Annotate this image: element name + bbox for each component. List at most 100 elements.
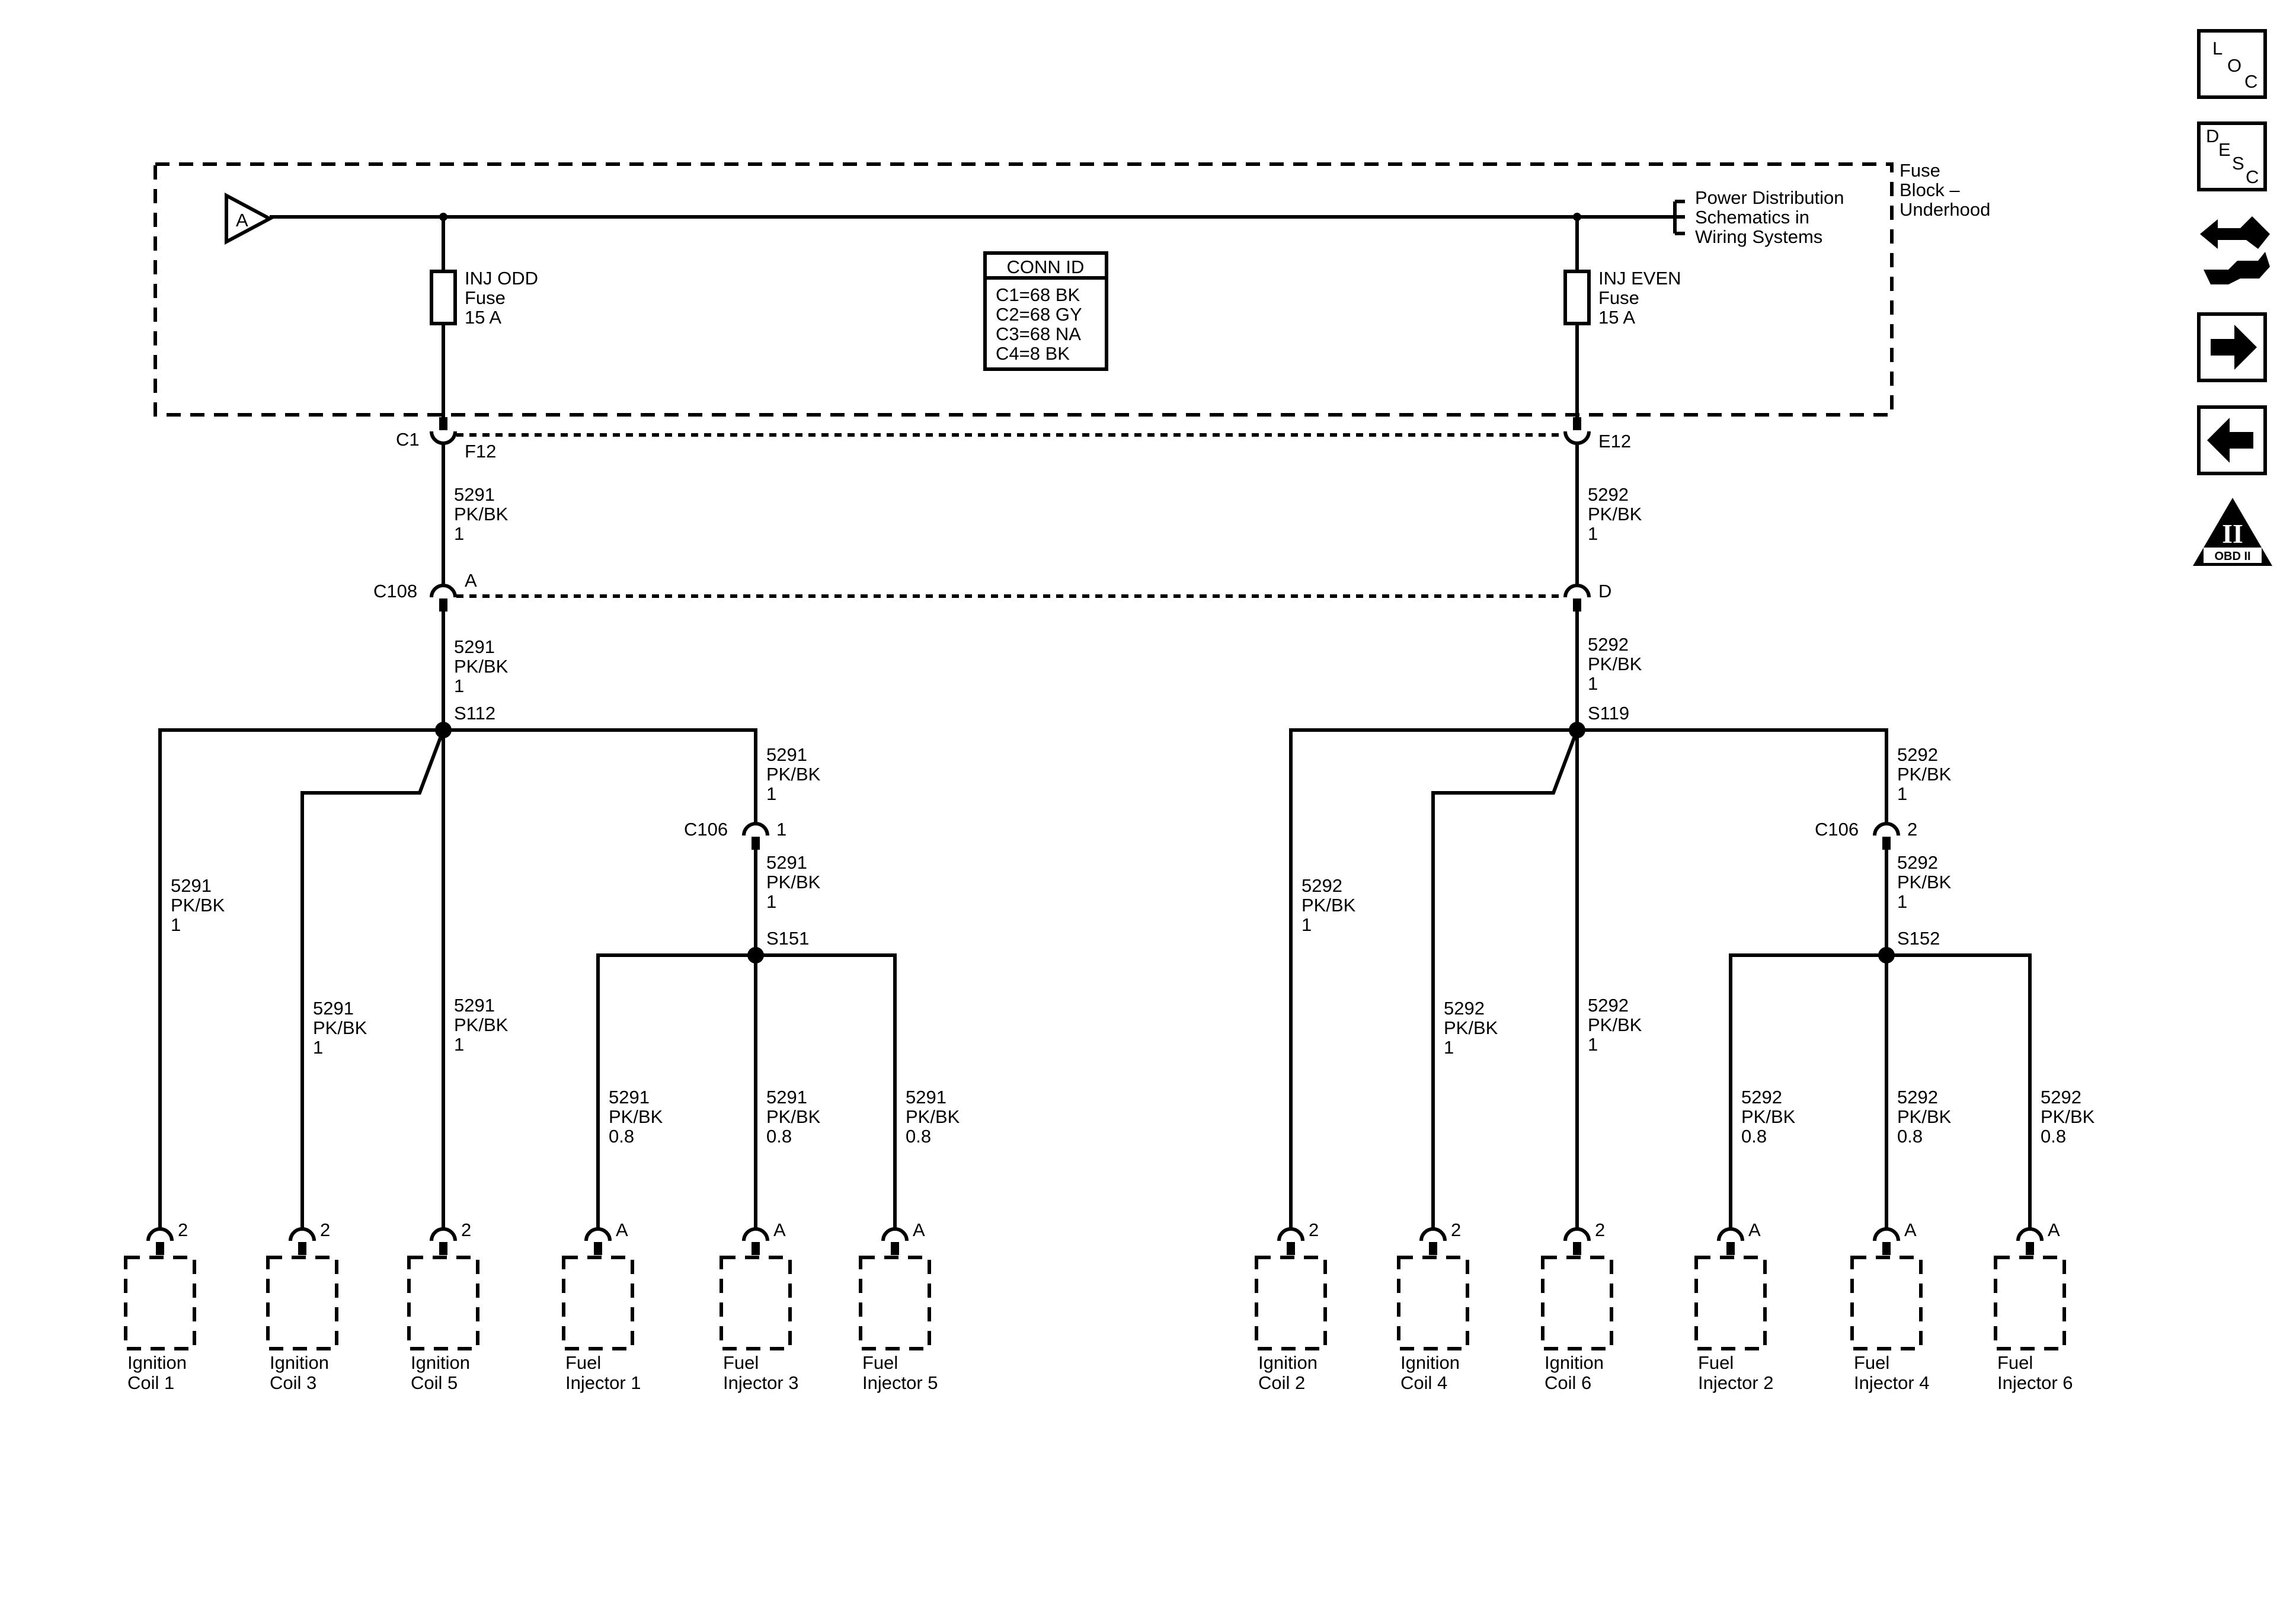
connector-c106-left-pin: 1 (776, 819, 786, 840)
wire-label-color: PK/BK (454, 656, 509, 677)
component-pin-label: A (2048, 1219, 2060, 1240)
splice-s119-label: S119 (1588, 703, 1629, 724)
wire-label-gauge: 1 (313, 1037, 323, 1058)
component-name-line2: Coil 3 (270, 1372, 316, 1393)
inj-odd-fuse-icon[interactable] (430, 270, 457, 325)
inj-odd-fuse-rating: 15 A (465, 307, 501, 328)
component-name-line1: Ignition (270, 1352, 329, 1373)
component-pin-label: A (616, 1219, 628, 1240)
component-name-line2: Injector 1 (565, 1372, 641, 1393)
wire-label-circuit: 5291 (766, 852, 807, 873)
inj-even-fuse-icon[interactable] (1563, 270, 1591, 325)
component-name-line2: Coil 2 (1258, 1372, 1305, 1393)
wire-label-gauge: 1 (454, 676, 464, 696)
wire-label-gauge: 1 (1588, 523, 1598, 544)
connector-c1-label: C1 (396, 429, 420, 450)
connector-c1-f12-icon[interactable] (430, 431, 457, 445)
component-outline (720, 1256, 792, 1350)
conn-id-table: CONN ID C1=68 BK C2=68 GY C3=68 NA C4=8 … (983, 251, 1108, 371)
connector-cavity-icon (1563, 1227, 1591, 1241)
wire-label-circuit: 5292 (1897, 1087, 1938, 1108)
pin-a-label: A (465, 570, 477, 591)
power-note-3: Wiring Systems (1695, 226, 1822, 247)
connector-c1-e12-icon[interactable] (1563, 431, 1591, 445)
component-name-line1: Ignition (1544, 1352, 1604, 1373)
splice-s112-network (158, 722, 757, 1228)
wire-label-color: PK/BK (454, 1014, 509, 1035)
connector-wrench-icon[interactable] (2200, 216, 2270, 284)
wire-label-color: PK/BK (313, 1017, 367, 1038)
wire-label-gauge: 1 (766, 891, 776, 912)
next-arrow-icon[interactable] (2197, 312, 2267, 382)
desc-icon[interactable]: D E S C (2197, 121, 2267, 191)
inj-even-fuse-name: INJ EVEN (1598, 268, 1681, 289)
splice-s152-label: S152 (1897, 928, 1940, 949)
splice-s119-dot (1569, 722, 1585, 738)
wire-label-gauge: 0.8 (1741, 1126, 1767, 1147)
loc-icon[interactable]: L O C (2197, 29, 2267, 99)
splice-s112-dot (435, 722, 452, 738)
inj-odd-fuse-type: Fuse (465, 287, 506, 308)
wire-label-gauge: 1 (766, 783, 776, 804)
conn-id-row: C2=68 GY (996, 304, 1082, 325)
component-name-line2: Injector 3 (723, 1372, 799, 1393)
wire-label-circuit: 5291 (609, 1087, 650, 1108)
obd-ii-icon[interactable]: II OBD II (2193, 498, 2272, 566)
power-reference-icon[interactable] (225, 192, 274, 245)
wire-label-gauge: 0.8 (766, 1126, 792, 1147)
wire-label-color: PK/BK (454, 504, 509, 524)
component-name-line1: Ignition (127, 1352, 187, 1373)
desc-letter: D (2206, 126, 2219, 146)
splice-s152-network (1729, 947, 2032, 1228)
connector-c106-right-pin: 2 (1907, 819, 1917, 840)
wire-label-circuit: 5292 (1588, 995, 1629, 1016)
component-pin-label: 2 (320, 1219, 330, 1240)
wire-label-gauge: 1 (1444, 1037, 1454, 1058)
component-name-line2: Injector 6 (1997, 1372, 2073, 1393)
component-name-line1: Fuel (1698, 1352, 1734, 1373)
wire-label-circuit: 5291 (454, 636, 495, 657)
wire-label-circuit: 5291 (313, 998, 354, 1019)
connector-c108-a-icon[interactable] (430, 584, 457, 598)
connector-cavity-icon (430, 1227, 457, 1241)
wire-label-circuit: 5291 (171, 875, 212, 896)
inj-even-fuse-type: Fuse (1598, 287, 1639, 308)
component-name-line2: Coil 1 (127, 1372, 174, 1393)
pin-d-label: D (1598, 581, 1611, 601)
component-name-line1: Fuel (565, 1352, 601, 1373)
component-name-line2: Coil 4 (1400, 1372, 1447, 1393)
wire-label-color: PK/BK (1897, 1106, 1952, 1127)
splice-s152-dot (1878, 947, 1895, 964)
wire-label-color: PK/BK (906, 1106, 960, 1127)
connector-c106-1-icon[interactable] (742, 822, 769, 836)
pin-e12-label: E12 (1598, 431, 1631, 452)
component-name-line1: Ignition (1400, 1352, 1460, 1373)
previous-arrow-icon[interactable] (2197, 405, 2267, 475)
splice-s151-label: S151 (766, 928, 809, 949)
connector-c106-2-icon[interactable] (1873, 822, 1900, 836)
component-name-line2: Injector 4 (1854, 1372, 1930, 1393)
fuse-block-outline (154, 162, 1894, 417)
desc-letter: C (2246, 167, 2259, 187)
obd-numeral: II (2222, 518, 2243, 549)
wire-label-circuit: 5291 (906, 1087, 946, 1108)
wire-label-gauge: 0.8 (609, 1126, 634, 1147)
wire-label-color: PK/BK (1444, 1017, 1498, 1038)
conn-id-title: CONN ID (1007, 257, 1085, 277)
connector-c108-d-icon[interactable] (1563, 584, 1591, 598)
wire-label-circuit: 5292 (2041, 1087, 2081, 1108)
component-outline (1850, 1256, 1923, 1350)
